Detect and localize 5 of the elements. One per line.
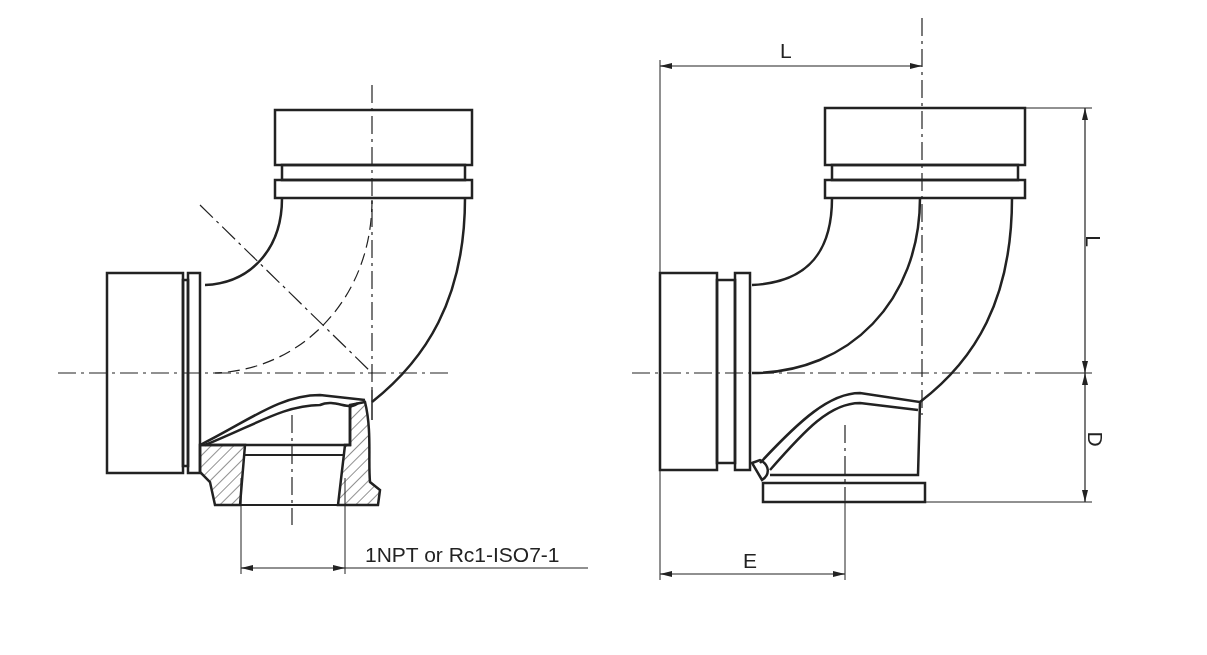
dimension-label: E <box>743 550 757 572</box>
thread-size-note: 1NPT or Rc1-ISO7-1 <box>365 544 560 566</box>
dimension-label: L <box>780 40 792 62</box>
dimension-label: L <box>1081 235 1104 247</box>
dimension-label: D <box>1083 431 1106 447</box>
